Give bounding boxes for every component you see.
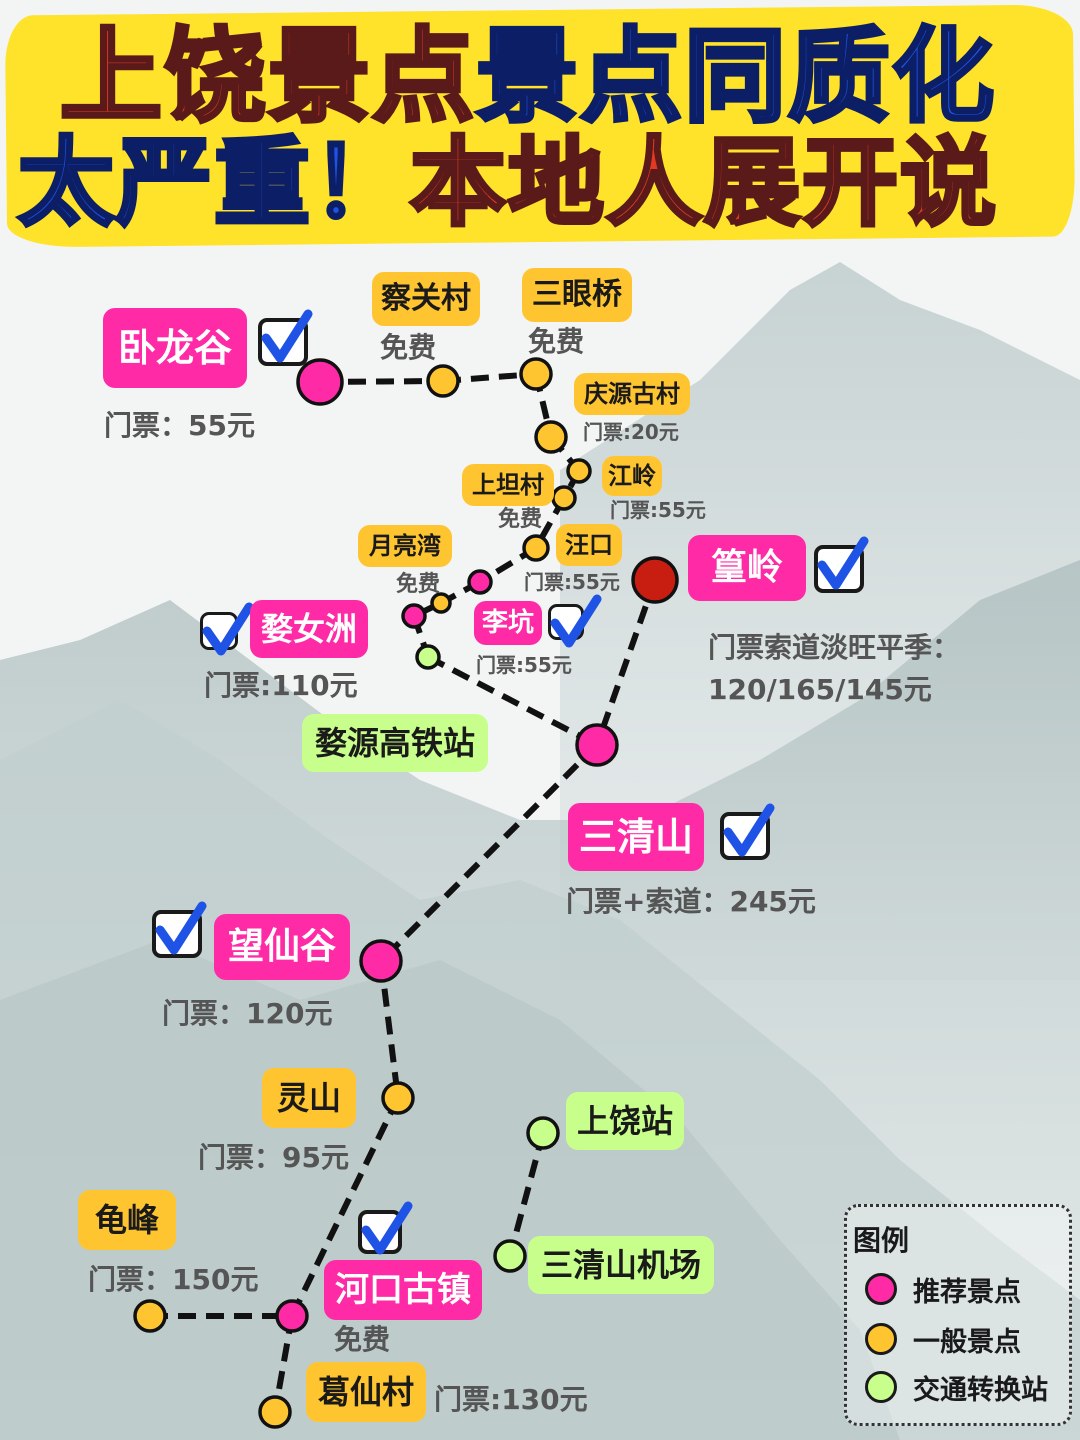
note-gexiancun: 门票:130元	[434, 1383, 588, 1416]
spot-wolonggu: 卧龙谷	[103, 308, 247, 388]
spot-guifeng: 龟峰	[78, 1190, 176, 1250]
spot-shangtan: 上坦村	[462, 464, 554, 506]
dot-shangtan	[551, 485, 577, 511]
title-line-2: 太严重！本地人展开说	[16, 127, 998, 239]
legend-label-recommended: 推荐景点	[913, 1276, 1021, 1308]
dot-chaguancun	[426, 364, 460, 398]
check-icon	[720, 803, 775, 860]
dot-guifeng	[133, 1299, 167, 1333]
title-part-4: 本地人展开说	[408, 127, 998, 239]
dot-qingyuan	[534, 420, 568, 454]
dot-sqs-airport	[493, 1239, 527, 1273]
route-green-wuyuanstation	[426, 654, 599, 748]
route-lingshan-hekou	[289, 1096, 401, 1318]
check-icon	[258, 309, 313, 366]
spot-hekou: 河口古镇	[324, 1260, 482, 1320]
note-sanqingshan: 门票+索道：245元	[566, 885, 816, 918]
check-icon	[358, 1201, 413, 1255]
spot-sanqingshan: 三清山	[568, 803, 704, 871]
title-part-1: 上饶景点	[58, 18, 476, 137]
note-chaguancun: 免费	[380, 331, 437, 364]
note-wangxiangu: 门票：120元	[162, 997, 333, 1030]
title-part-3: 太严重！	[16, 127, 410, 239]
note-jiangling: 门票:55元	[610, 498, 706, 522]
spot-wunvzhou: 婺女洲	[250, 600, 368, 658]
dot-huangling	[631, 556, 679, 604]
spot-jiangling: 江岭	[602, 456, 662, 496]
legend-dot-green	[865, 1371, 897, 1403]
checkmark-icon	[817, 536, 869, 590]
note-wunvzhou: 门票:110元	[204, 669, 358, 702]
spot-huangling: 篁岭	[688, 535, 806, 601]
spot-wangkou: 汪口	[556, 524, 622, 566]
note-sanyanqiao: 免费	[528, 325, 585, 358]
check-icon	[152, 901, 207, 958]
station-wuyuan: 婺源高铁站	[302, 714, 488, 772]
legend-label-general: 一般景点	[913, 1326, 1021, 1358]
legend-dot-yellow	[865, 1323, 897, 1355]
legend-label-transit: 交通转换站	[913, 1374, 1048, 1406]
checkmark-icon	[155, 901, 207, 955]
note-shangtan: 免费	[498, 507, 543, 532]
spot-chaguancun: 察关村	[372, 272, 480, 326]
dot-jiangling	[566, 458, 592, 484]
spot-yueliangwan: 月亮湾	[358, 525, 452, 567]
spot-gexiancun: 葛仙村	[306, 1362, 426, 1422]
station-sqs-airport: 三清山机场	[528, 1236, 714, 1294]
legend: 图例 推荐景点 一般景点 交通转换站	[844, 1204, 1072, 1426]
route-wangxiangu-lingshan	[378, 960, 401, 1099]
checkmark-icon	[550, 594, 602, 648]
station-shangrao: 上饶站	[566, 1092, 684, 1150]
note-huangling-1: 门票索道淡旺平季：	[708, 631, 961, 664]
route-shangrao-airport	[507, 1132, 546, 1257]
note-wolonggu: 门票：55元	[104, 409, 255, 442]
checkmark-icon	[202, 602, 254, 656]
spot-wangxiangu: 望仙谷	[214, 914, 350, 980]
spot-lingshan: 灵山	[262, 1068, 356, 1128]
dot-hekou	[275, 1299, 309, 1333]
dot-wolonggu	[296, 358, 344, 406]
spot-sanyanqiao: 三眼桥	[522, 268, 632, 322]
spot-qingyuan: 庆源古村	[574, 373, 690, 415]
note-yueliangwan: 免费	[396, 572, 441, 597]
dot-wangkou	[522, 534, 550, 562]
title-banner: 上饶景点景点同质化 太严重！本地人展开说	[0, 0, 1080, 250]
note-wangkou: 门票:55元	[524, 570, 620, 594]
spot-likeng: 李坑	[474, 601, 542, 645]
legend-title: 图例	[853, 1224, 910, 1257]
note-huangling-2: 120/165/145元	[708, 673, 932, 706]
dot-wangxiangu	[359, 939, 403, 983]
route-wuyuanstation-wangxiangu	[378, 742, 600, 964]
note-likeng: 门票:55元	[476, 653, 572, 677]
note-guifeng: 门票：150元	[88, 1263, 259, 1296]
dot-wuyuan-station	[575, 723, 619, 767]
note-hekou: 免费	[334, 1323, 391, 1356]
title-part-2: 景点同质化	[474, 18, 996, 137]
check-icon	[814, 536, 869, 593]
legend-dot-pink	[865, 1273, 897, 1305]
title-line-1: 上饶景点景点同质化	[58, 20, 996, 136]
dot-shangrao-station	[526, 1116, 560, 1150]
route-huangling-wuyuanstation	[594, 579, 658, 746]
legend-item-recommended: 推荐景点	[865, 1269, 1021, 1309]
check-icon	[200, 602, 254, 656]
dot-transfer-small	[415, 644, 441, 670]
legend-item-transit: 交通转换站	[865, 1367, 1048, 1407]
checkmark-icon	[261, 309, 313, 363]
check-icon	[548, 594, 602, 648]
dot-wunvzhou	[401, 603, 427, 629]
note-lingshan: 门票：95元	[198, 1141, 349, 1174]
dot-gexiancun	[258, 1395, 292, 1429]
dot-yueliangwan	[430, 592, 452, 614]
checkmark-icon	[361, 1201, 413, 1255]
dot-lingshan	[381, 1081, 415, 1115]
dot-sanyanqiao	[519, 357, 553, 391]
note-qingyuan: 门票:20元	[583, 420, 679, 444]
dot-likeng	[467, 569, 493, 595]
checkmark-icon	[723, 803, 775, 857]
legend-item-general: 一般景点	[865, 1319, 1021, 1359]
route-wolonggu-chaguancun	[319, 378, 444, 385]
